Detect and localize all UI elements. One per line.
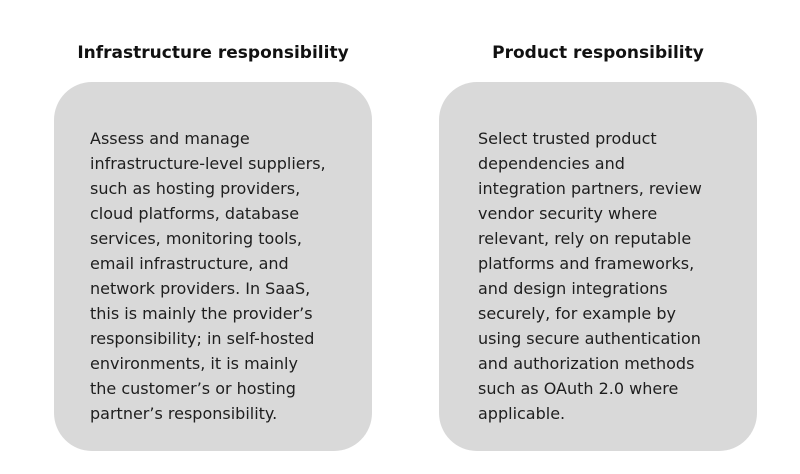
description-line: this is mainly the provider’s	[90, 304, 313, 323]
description-line: responsibility; in self-hosted	[90, 329, 315, 348]
product-title: Product responsibility	[492, 43, 704, 63]
description-line: such as OAuth 2.0 where	[478, 379, 679, 398]
product-card: Select trusted product dependencies and …	[439, 82, 757, 451]
description-line: using secure authentication	[478, 329, 701, 348]
description-line: Select trusted product	[478, 129, 657, 148]
infrastructure-card: Assess and manage infrastructure-level s…	[54, 82, 372, 451]
description-line: dependencies and	[478, 154, 625, 173]
infrastructure-description: Assess and manage infrastructure-level s…	[90, 126, 352, 426]
description-line: and authorization methods	[478, 354, 695, 373]
description-line: and design integrations	[478, 279, 668, 298]
description-line: environments, it is mainly	[90, 354, 298, 373]
description-line: relevant, rely on reputable	[478, 229, 692, 248]
infrastructure-title: Infrastructure responsibility	[77, 43, 349, 63]
description-line: integration partners, review	[478, 179, 702, 198]
description-line: vendor security where	[478, 204, 658, 223]
description-line: cloud platforms, database	[90, 204, 300, 223]
description-line: email infrastructure, and	[90, 254, 289, 273]
description-line: services, monitoring tools,	[90, 229, 302, 248]
product-description: Select trusted product dependencies and …	[478, 126, 740, 426]
description-line: network providers. In SaaS,	[90, 279, 311, 298]
description-line: platforms and frameworks,	[478, 254, 695, 273]
description-line: partner’s responsibility.	[90, 404, 278, 423]
description-line: the customer’s or hosting	[90, 379, 296, 398]
description-line: applicable.	[478, 404, 566, 423]
description-line: infrastructure-level suppliers,	[90, 154, 326, 173]
description-line: such as hosting providers,	[90, 179, 301, 198]
description-line: Assess and manage	[90, 129, 250, 148]
description-line: securely, for example by	[478, 304, 676, 323]
